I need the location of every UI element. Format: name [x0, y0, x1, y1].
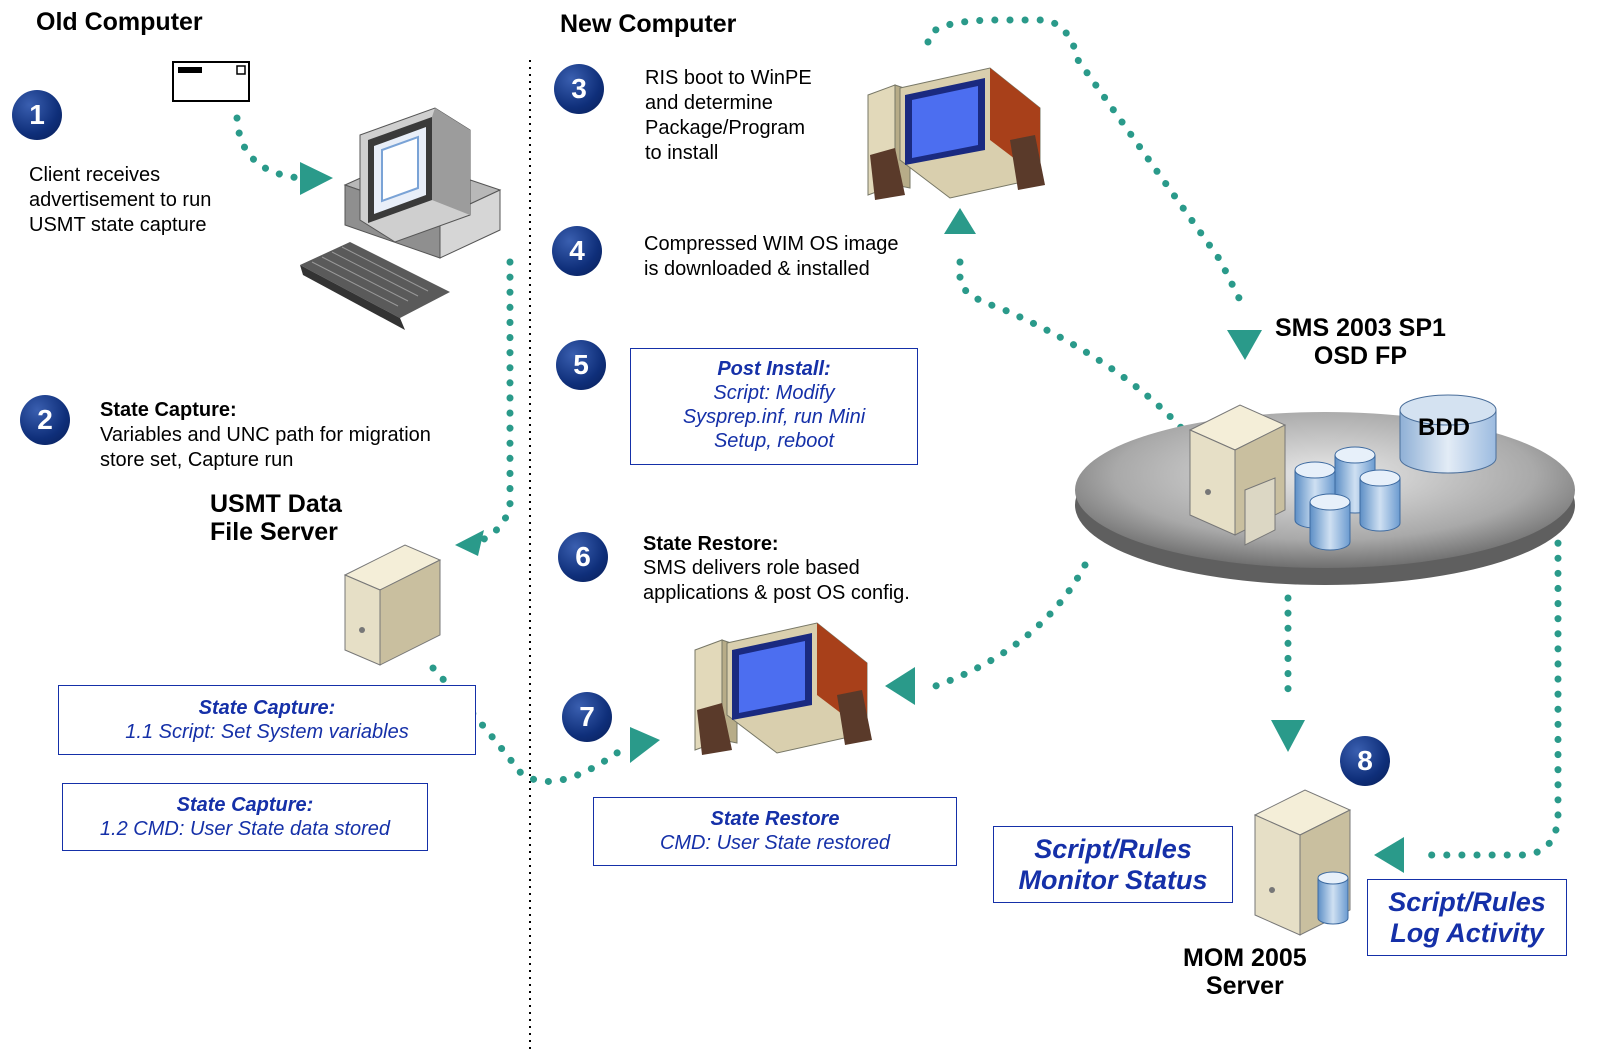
sms-server-platform-icon	[1075, 394, 1575, 585]
state-restore-box: State Restore CMD: User State restored	[593, 797, 957, 866]
bdd-label: BDD	[1418, 414, 1470, 441]
old-computer-heading: Old Computer	[36, 8, 203, 36]
step-4-badge: 4	[552, 226, 602, 276]
step-6-title: State Restore:	[643, 533, 779, 555]
restore-computer-icon	[694, 622, 872, 755]
step-2-title: State Capture:	[100, 399, 237, 421]
bdd-database-icon	[1399, 410, 1497, 474]
state-capture-1-body: 1.1 Script: Set System variables	[125, 721, 409, 743]
old-computer-icon	[300, 107, 502, 330]
mom-server-label: MOM 2005 Server	[1183, 944, 1307, 1000]
connector-top-to-sms	[924, 16, 1249, 314]
step-6-badge: 6	[558, 532, 608, 582]
post-install-body: Script: Modify Sysprep.inf, run Mini Set…	[682, 382, 866, 452]
usmt-server-label: USMT Data File Server	[210, 490, 342, 546]
post-install-box: Post Install: Script: Modify Sysprep.inf…	[630, 348, 918, 465]
monitor-status-box: Script/Rules Monitor Status	[993, 826, 1233, 903]
arrowhead-to-usmt	[455, 530, 484, 556]
arrowhead-to-pc	[300, 162, 333, 195]
state-restore-title: State Restore	[710, 808, 840, 830]
arrowhead-to-sms	[1227, 330, 1262, 360]
step-8-badge: 8	[1340, 736, 1390, 786]
arrowhead-to-newpc	[944, 208, 976, 234]
post-install-title: Post Install:	[717, 358, 831, 380]
connector-sms-to-newpc	[956, 258, 1189, 436]
log-activity-box: Script/Rules Log Activity	[1367, 879, 1567, 956]
arrowhead-to-restore-pc	[630, 727, 660, 763]
arrowhead-to-restore-pc-right	[885, 667, 915, 705]
mom-server-icon	[1253, 789, 1352, 936]
state-capture-box-1: State Capture: 1.1 Script: Set System va…	[58, 685, 476, 755]
new-computer-heading: New Computer	[560, 10, 737, 38]
step-3-badge: 3	[554, 64, 604, 114]
step-5-badge: 5	[556, 340, 606, 390]
step-1-text: Client receives advertisement to run USM…	[29, 164, 212, 236]
arrowhead-to-mom-log	[1374, 837, 1404, 873]
step-6-text: SMS delivers role based applications & p…	[643, 557, 910, 604]
step-3-text: RIS boot to WinPE and determine Package/…	[645, 67, 812, 164]
step-4-text: Compressed WIM OS image is downloaded & …	[644, 233, 899, 280]
connector-ad-to-pc	[233, 114, 304, 182]
advertisement-envelope-icon	[172, 61, 250, 102]
step-7-badge: 7	[562, 692, 612, 742]
connector-sms-to-restore-pc	[926, 561, 1089, 692]
step-1-badge: 1	[12, 90, 62, 140]
step-2-badge: 2	[20, 395, 70, 445]
connector-pc-to-usmt	[474, 258, 514, 546]
state-capture-1-title: State Capture:	[198, 697, 336, 719]
sms-server-label: SMS 2003 SP1 OSD FP	[1275, 314, 1446, 370]
state-capture-2-title: State Capture:	[176, 794, 314, 816]
state-capture-2-body: 1.2 CMD: User State data stored	[99, 818, 391, 840]
step-2-text: Variables and UNC path for migration sto…	[100, 424, 431, 471]
arrowhead-to-mom	[1271, 720, 1305, 752]
usmt-file-server-icon	[343, 544, 442, 749]
new-computer-icon	[867, 67, 1045, 200]
state-restore-body: CMD: User State restored	[659, 832, 891, 854]
state-capture-box-2: State Capture: 1.2 CMD: User State data …	[62, 783, 428, 851]
